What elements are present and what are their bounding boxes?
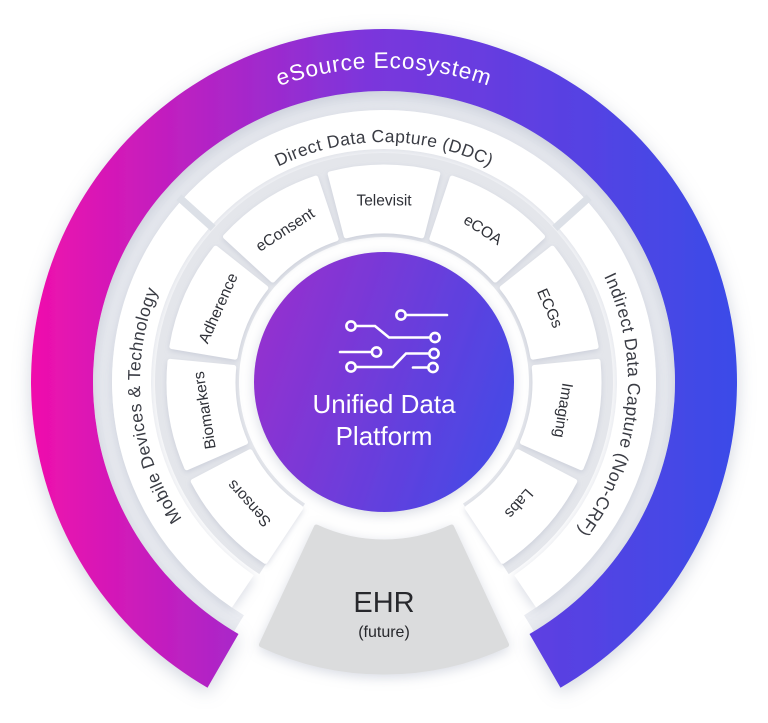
segment-econsent [223, 175, 339, 283]
segment-ecoa [429, 175, 545, 283]
ehr-wedge [258, 524, 510, 675]
center-label-line1: Unified Data [312, 389, 456, 419]
ehr-label: EHR [353, 587, 414, 619]
segment-labs [464, 449, 578, 564]
segment-biomarkers [166, 358, 248, 471]
unified-data-platform-circle [254, 252, 514, 512]
ehr-sublabel: (future) [358, 624, 410, 641]
section-divider-left [176, 194, 216, 231]
circuit-icon [338, 309, 449, 374]
segment-televisit [327, 164, 441, 239]
segment-imaging [520, 358, 602, 471]
segment-ecgs [499, 245, 599, 360]
segment-label-televisit: Televisit [356, 193, 412, 210]
segment-adherence [169, 245, 269, 360]
section-divider-right [552, 194, 592, 231]
center-label-line2: Platform [336, 421, 433, 451]
segment-sensors [190, 449, 304, 564]
